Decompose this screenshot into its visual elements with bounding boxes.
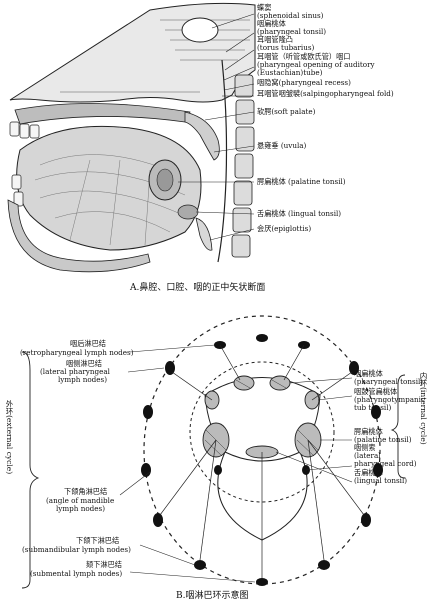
pharyngeal-wall xyxy=(217,59,228,263)
label-lateral-pharyngeal-en1: (lateral pharyngeal xyxy=(40,367,110,376)
label-pharyngeal-recess: 咽隐窝(pharyngeal recess) xyxy=(257,78,351,87)
node-right-5 xyxy=(318,560,330,570)
label-pharyngeal-tonsil-en: (pharyngeal tonsil) xyxy=(257,27,327,36)
lingual-tonsil-shape xyxy=(177,204,199,220)
caption-panel-a: A.鼻腔、口腔、咽的正中矢状断面 xyxy=(130,283,266,293)
label-palatine-tonsil-b-cn: 腭扁桃体 xyxy=(354,427,383,436)
label-submental-cn: 颏下淋巴结 xyxy=(86,560,122,569)
label-lingual-tonsil-b-en: (lingual tonsil) xyxy=(354,476,408,485)
label-sphenoidal-sinus-en: (sphenoidal sinus) xyxy=(257,11,324,20)
skull-outline xyxy=(9,2,256,103)
node-right-1 xyxy=(349,361,359,375)
label-auditory-opening-en2: (Eustachian)tube) xyxy=(257,68,323,77)
label-lateral-cord-cn: 咽侧索 xyxy=(354,443,376,452)
label-lateral-cord-en1: (lateral xyxy=(354,451,381,460)
label-retropharyngeal-cn: 咽后淋巴结 xyxy=(70,339,106,348)
hard-palate-shape xyxy=(14,103,191,125)
label-lingual-tonsil-b-cn: 舌扁桃体 xyxy=(354,468,383,477)
label-pharyngeal-tonsil-cn: 咽扁桃体 xyxy=(257,19,286,28)
label-palatine-tonsil-b-en: (palatine tonsil) xyxy=(354,435,412,444)
label-sphenoidal-sinus-cn: 蝶窦 xyxy=(257,3,272,12)
caption-panel-b: B.咽淋巴环示意图 xyxy=(176,591,249,601)
node-bottom xyxy=(256,578,268,586)
node-left-1 xyxy=(165,361,175,375)
node-right-2 xyxy=(371,405,381,419)
label-tubal-tonsil-en1: (pharyngotympanic xyxy=(354,395,425,404)
tongue-shape xyxy=(16,125,202,251)
lymph-nodes xyxy=(141,334,383,586)
label-torus-tubarius-cn: 耳咽管隆凸 xyxy=(257,35,293,44)
pharyngeal-tonsil-oval xyxy=(233,375,255,391)
label-mandible-cn: 下颌角淋巴结 xyxy=(64,487,108,496)
label-epiglottis: 会厌(epiglottis) xyxy=(257,224,312,233)
label-tubal-tonsil-cn: 咽鼓管扁桃体 xyxy=(354,387,398,396)
label-inner-ring: 内环(internal cycle) xyxy=(419,372,428,445)
pharyngeal-tonsil-oval-2 xyxy=(269,375,291,391)
outer-ring-dashed xyxy=(143,315,381,585)
label-submandibular-en: (submandibular lymph nodes) xyxy=(22,545,131,554)
label-lateral-cord-en2: pharyngeal cord) xyxy=(354,459,417,468)
label-auditory-opening-en1: (pharyngeal opening of auditory xyxy=(257,60,375,69)
label-pharyngeal-tonsil-b-en: (pharyngeal tonsil) xyxy=(354,377,424,386)
label-lateral-pharyngeal-en2: lymph nodes) xyxy=(58,375,107,384)
epiglottis-shape xyxy=(195,217,213,251)
label-tubal-tonsil-en2: tub tonsil) xyxy=(354,403,392,412)
label-lingual-tonsil: 舌扁桃体 (lingual tonsil) xyxy=(257,209,342,218)
label-soft-palate: 软腭(soft palate) xyxy=(257,107,316,116)
label-uvula: 悬雍垂 (uvula) xyxy=(257,141,307,150)
vertebral-column xyxy=(231,74,255,258)
node-right-3 xyxy=(373,463,383,477)
mandible-shape xyxy=(7,199,151,273)
node-left-5 xyxy=(194,560,206,570)
label-submental-en: (submental lymph nodes) xyxy=(30,569,123,578)
label-mandible-en2: lymph nodes) xyxy=(56,504,105,513)
node-right-4 xyxy=(361,513,371,527)
label-outer-ring: 外环(external cycle) xyxy=(5,400,14,475)
node-top-2 xyxy=(256,334,268,342)
sphenoidal-sinus-shape xyxy=(181,17,219,43)
node-inner-left xyxy=(214,465,222,475)
label-torus-tubarius-en: (torus tubarius) xyxy=(257,43,315,52)
label-mandible-en1: (angle of mandible xyxy=(46,496,115,505)
label-salpingopharyngeal-fold: 耳咽管咽皱襞(salpingopharyngeal fold) xyxy=(257,89,394,98)
label-auditory-opening-cn: 耳咽管（听管或欧氏管）咽口 xyxy=(257,52,351,61)
label-lateral-pharyngeal-cn: 咽侧淋巴结 xyxy=(66,359,102,368)
label-palatine-tonsil: 腭扁桃体 (palatine tonsil) xyxy=(257,177,346,186)
node-left-2 xyxy=(143,405,153,419)
label-pharyngeal-tonsil-b-cn: 咽扁桃体 xyxy=(354,369,383,378)
label-submandibular-cn: 下颌下淋巴结 xyxy=(76,536,120,545)
soft-palate-shape xyxy=(184,111,220,161)
inner-ring-dashed xyxy=(189,361,335,503)
node-left-4 xyxy=(153,513,163,527)
label-retropharyngeal-en: (retropharyngeal lymph nodes) xyxy=(20,348,134,357)
